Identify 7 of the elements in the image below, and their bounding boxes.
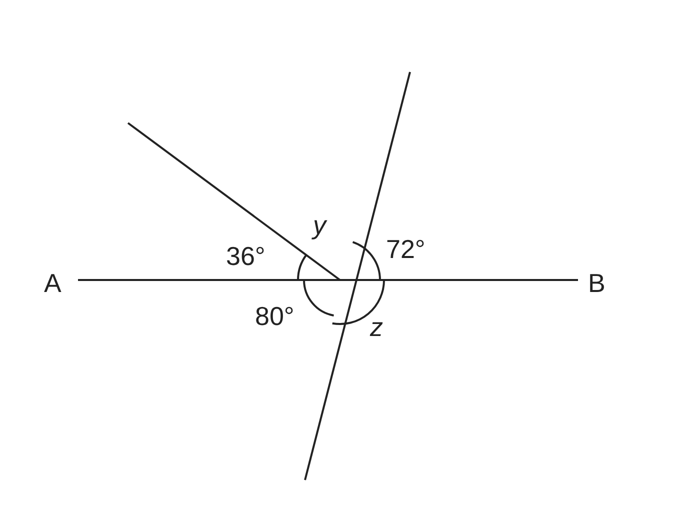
angle-label: z	[370, 314, 383, 340]
point-label: B	[588, 270, 606, 296]
angle-label: y	[313, 212, 326, 238]
point-label: A	[44, 270, 62, 296]
angle-label: 80°	[255, 303, 294, 329]
angle-label: 36°	[226, 243, 266, 269]
angle-label: 72°	[386, 236, 426, 262]
